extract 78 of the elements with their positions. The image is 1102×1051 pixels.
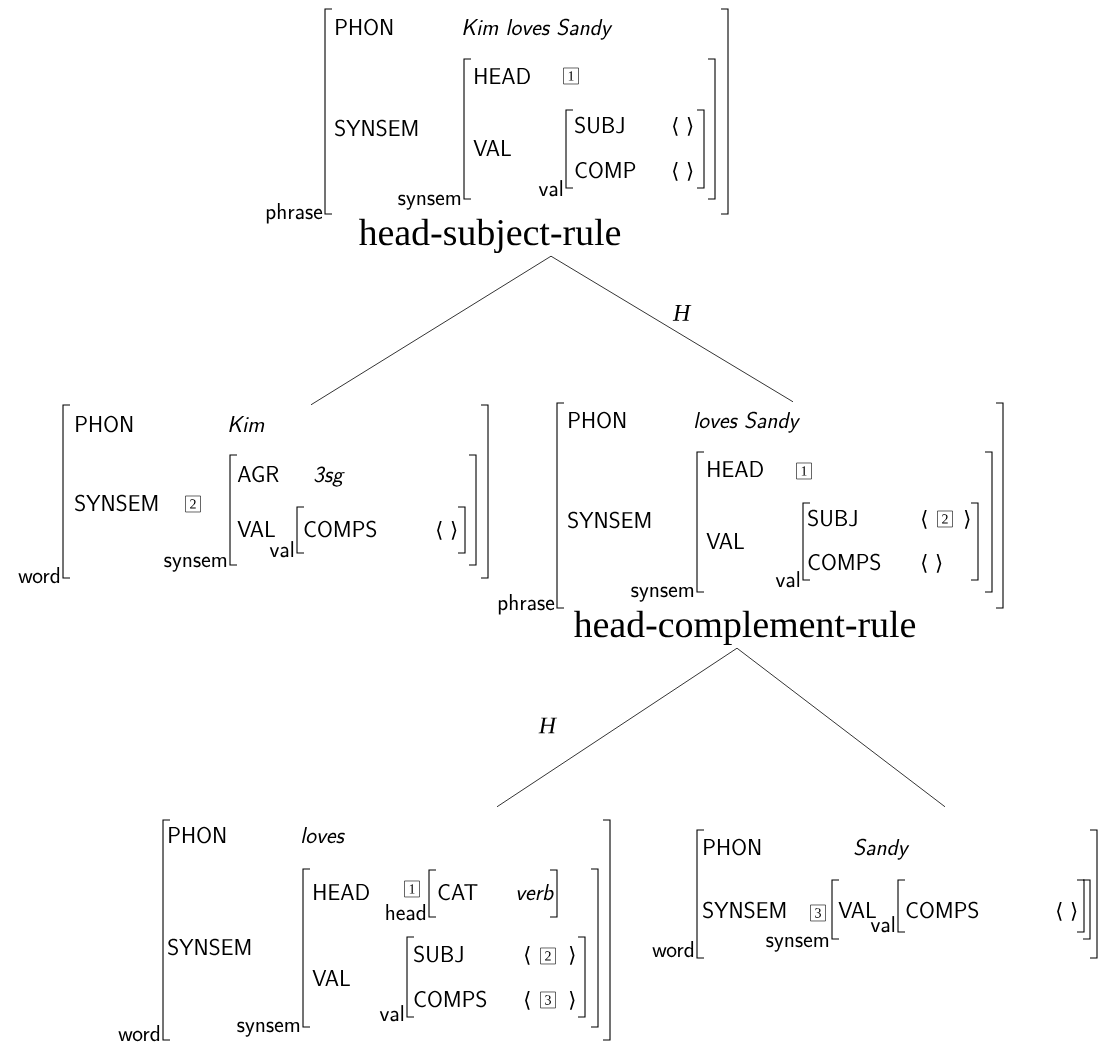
feature-name: COMPS bbox=[414, 990, 487, 1008]
feature-name: VAL bbox=[706, 533, 744, 549]
feature-name: PHON bbox=[704, 838, 761, 856]
type-label: val bbox=[379, 1005, 404, 1022]
type-label: val bbox=[870, 916, 895, 933]
tag-box: 2 bbox=[540, 947, 556, 965]
angle-bracket: ⟨ ⟩ bbox=[1057, 902, 1077, 921]
feature-name: COMPS bbox=[304, 520, 377, 538]
type-label: val bbox=[538, 180, 563, 197]
tree-branch bbox=[310, 255, 552, 406]
feature-value: loves bbox=[301, 827, 345, 844]
type-label: phrase bbox=[266, 203, 323, 224]
feature-name: PHON bbox=[169, 826, 226, 844]
feature-value: Kim loves Sandy bbox=[463, 18, 613, 40]
type-label: synsem bbox=[164, 556, 227, 572]
feature-value: loves Sandy bbox=[694, 411, 801, 433]
feature-name: AGR bbox=[237, 466, 279, 483]
angle-bracket: ⟨ ⟩ bbox=[673, 162, 693, 181]
feature-name: COMPS bbox=[808, 553, 881, 571]
tag-box: 3 bbox=[540, 991, 556, 1009]
angle-bracket: ⟨ bbox=[525, 991, 530, 1010]
feature-name: VAL bbox=[473, 140, 511, 156]
tree-branch bbox=[550, 255, 794, 403]
tree-branch bbox=[736, 647, 946, 808]
type-label: synsem bbox=[237, 1021, 300, 1037]
feature-name: PHON bbox=[569, 411, 626, 429]
angle-bracket: ⟩ bbox=[964, 510, 970, 529]
angle-bracket: ⟩ bbox=[569, 991, 575, 1010]
feature-name: SYNSEM bbox=[75, 494, 158, 512]
type-label: synsem bbox=[631, 586, 694, 602]
type-label: synsem bbox=[766, 936, 829, 952]
feature-name: CAT bbox=[438, 884, 478, 901]
type-label: word bbox=[18, 567, 60, 584]
type-label: phrase bbox=[498, 594, 555, 615]
tag-box: 2 bbox=[937, 510, 953, 528]
feature-name: PHON bbox=[336, 18, 393, 36]
rule-name: head-subject-rule bbox=[359, 218, 621, 254]
edge-label: H bbox=[672, 304, 692, 322]
feature-value: Sandy bbox=[854, 838, 910, 860]
feature-name: HEAD bbox=[708, 461, 763, 477]
feature-name: VAL bbox=[237, 521, 275, 537]
feature-name: SYNSEM bbox=[168, 938, 251, 956]
type-label: head bbox=[386, 904, 426, 921]
tag-box: 2 bbox=[185, 495, 201, 513]
angle-bracket: ⟨ ⟩ bbox=[922, 554, 942, 573]
tag-box: 3 bbox=[810, 904, 826, 922]
feature-name: SYNSEM bbox=[703, 901, 786, 919]
type-label: word bbox=[118, 1025, 160, 1042]
feature-name: SYNSEM bbox=[568, 511, 651, 529]
feature-name: SUBJ bbox=[575, 116, 624, 134]
angle-bracket: ⟨ ⟩ bbox=[673, 117, 693, 136]
tag-box: 1 bbox=[563, 67, 579, 85]
type-label: val bbox=[775, 571, 800, 588]
feature-name: VAL bbox=[838, 902, 876, 918]
feature-name: HEAD bbox=[475, 68, 530, 84]
feature-name: VAL bbox=[312, 970, 350, 986]
angle-bracket: ⟩ bbox=[569, 946, 575, 965]
rule-name: head-complement-rule bbox=[574, 610, 916, 646]
edge-label: H bbox=[537, 716, 558, 735]
type-label: word bbox=[652, 941, 694, 958]
angle-bracket: ⟨ bbox=[525, 946, 530, 965]
tree-branch bbox=[496, 647, 738, 808]
feature-name: HEAD bbox=[314, 884, 369, 900]
feature-value: Kim bbox=[229, 416, 265, 432]
angle-bracket: ⟨ bbox=[922, 510, 927, 529]
tag-box: 1 bbox=[404, 880, 420, 898]
feature-name: SYNSEM bbox=[335, 119, 418, 137]
tag-box: 1 bbox=[796, 462, 812, 480]
feature-name: COMP bbox=[575, 161, 636, 179]
feature-value: 3sg bbox=[314, 466, 345, 487]
type-label: synsem bbox=[398, 194, 461, 210]
feature-value: verb bbox=[517, 884, 554, 901]
feature-name: COMPS bbox=[906, 901, 979, 919]
type-label: val bbox=[269, 541, 294, 558]
feature-name: SUBJ bbox=[808, 509, 857, 527]
feature-name: SUBJ bbox=[414, 945, 463, 963]
angle-bracket: ⟨ ⟩ bbox=[437, 521, 457, 540]
feature-name: PHON bbox=[76, 415, 133, 433]
